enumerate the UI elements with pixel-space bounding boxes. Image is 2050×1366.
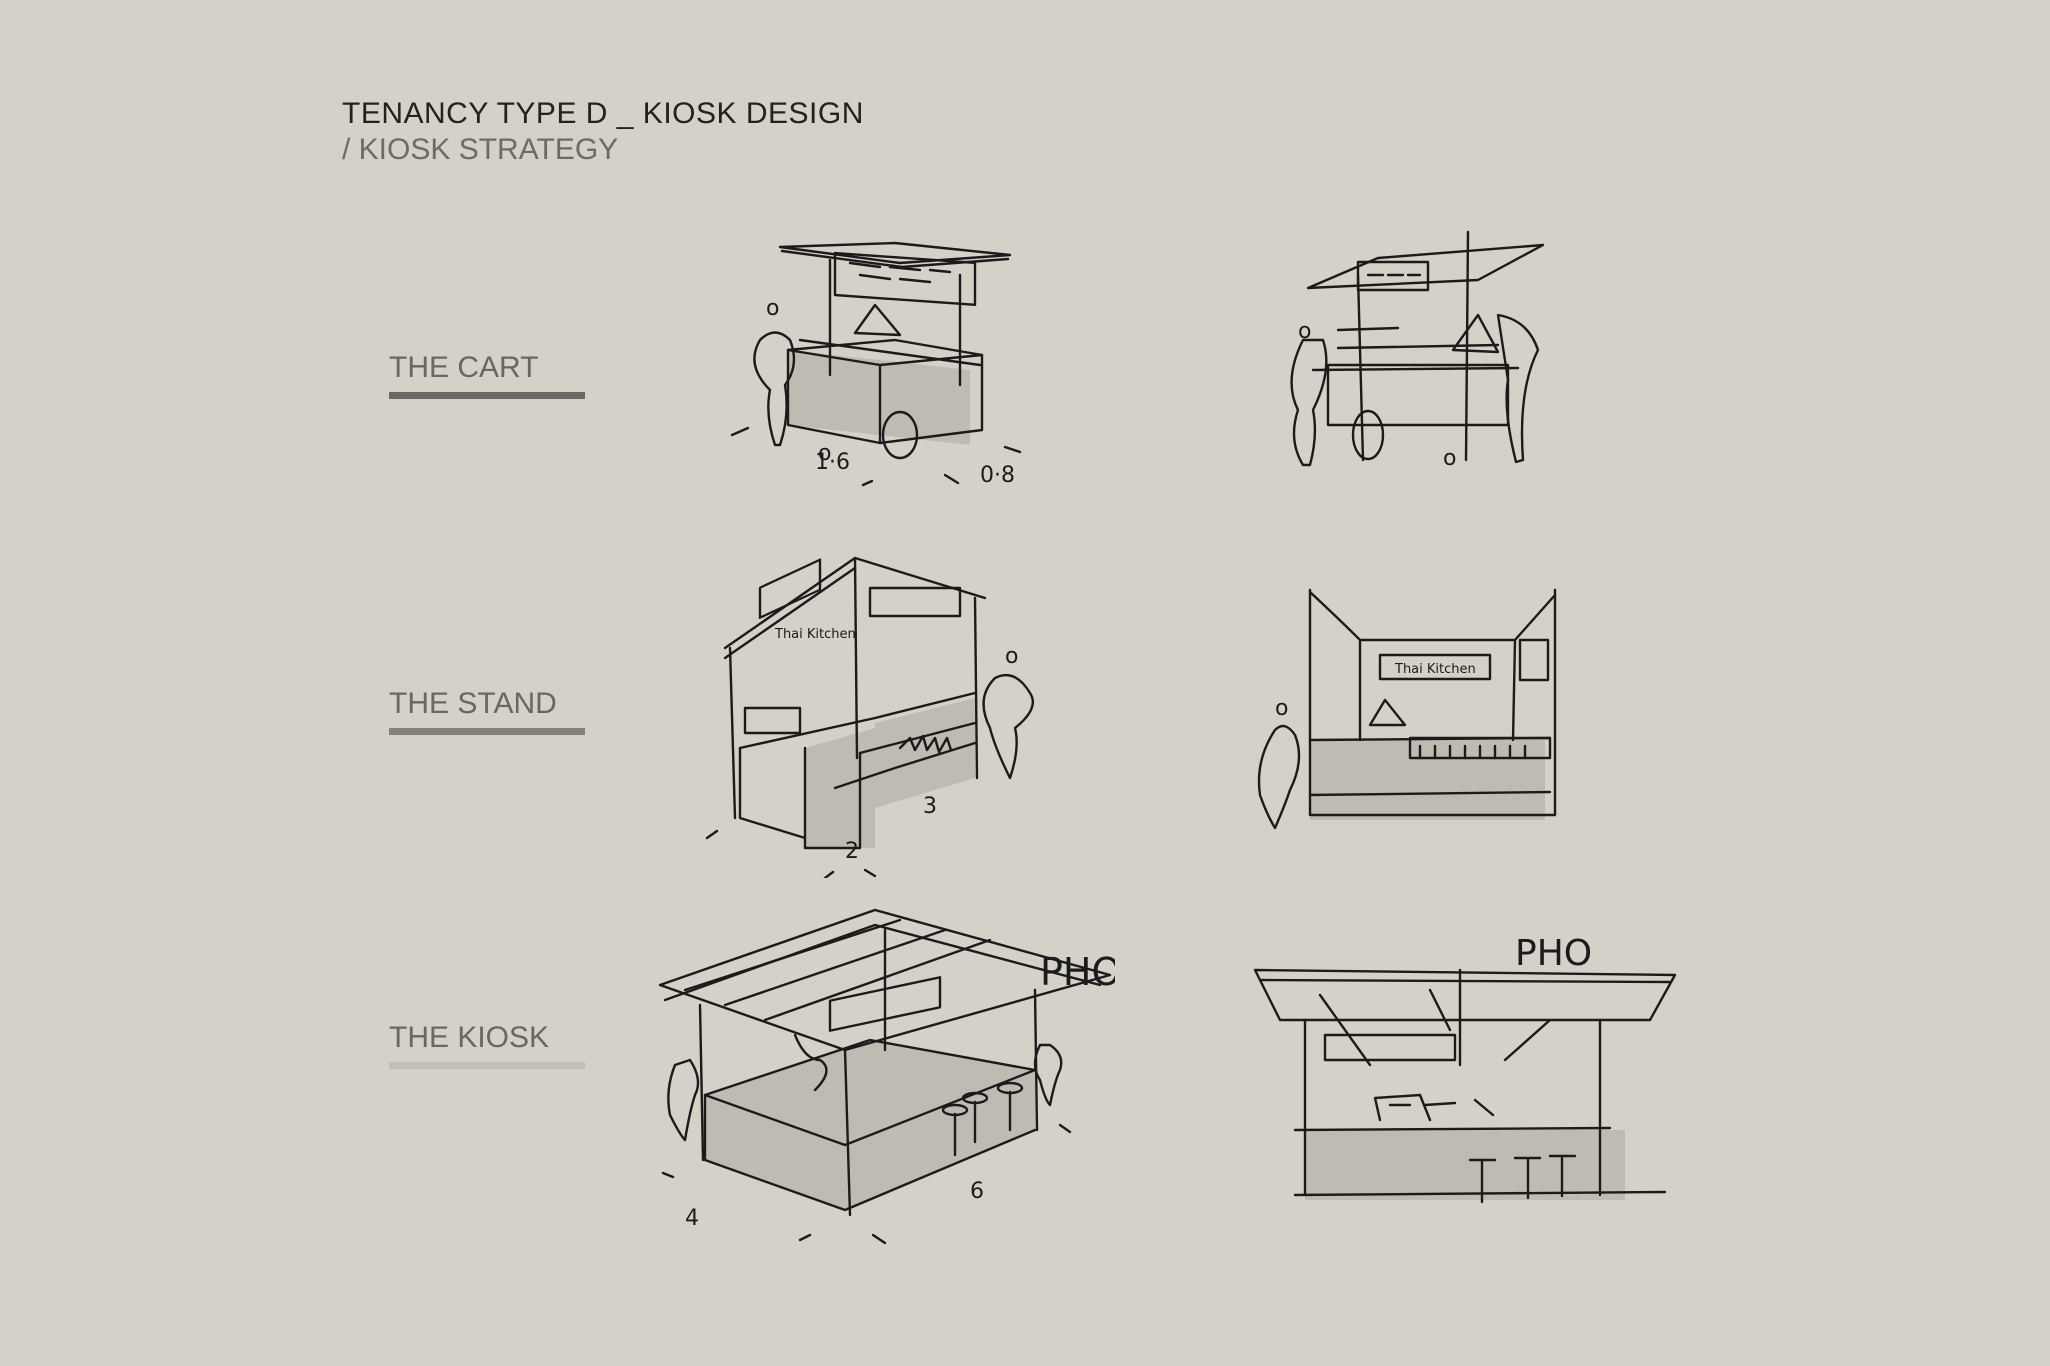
row-underline [389,1062,585,1069]
row-label-text: THE STAND [389,687,557,720]
cart-dim-length: 1·6 [815,450,850,475]
kiosk-elev-sign-text: PHO [1515,933,1592,974]
svg-text:o: o [1275,696,1288,721]
stand-perspective-sketch: o 3 2 Thai Kitchen [695,548,1075,878]
kiosk-sign-text: PHO [1040,950,1115,994]
page-title: TENANCY TYPE D _ KIOSK DESIGN [342,97,864,130]
svg-text:o: o [1298,319,1311,344]
row-label-cart: THE CART [389,350,585,399]
svg-text:o: o [1005,644,1018,669]
cart-perspective-sketch: o o 1·6 0·8 [720,215,1040,495]
row-label-kiosk: THE KIOSK [389,1020,585,1069]
kiosk-elevation-sketch: PHO [1250,920,1680,1210]
stand-sign-text: Thai Kitchen [774,627,856,642]
row-underline [389,728,585,735]
page-subtitle: / KIOSK STRATEGY [342,133,619,166]
stand-dim-length: 2 [845,839,859,864]
svg-text:o: o [766,296,779,321]
row-label-stand: THE STAND [389,686,585,735]
svg-text:o: o [1443,446,1456,470]
row-underline [389,392,585,399]
kiosk-dim-length: 4 [685,1206,699,1231]
row-label-text: THE KIOSK [389,1021,550,1054]
header: TENANCY TYPE D _ KIOSK DESIGN / KIOSK ST… [342,96,864,168]
kiosk-dim-width: 6 [970,1179,984,1204]
svg-text:o: o [818,441,831,466]
stand-dim-width: 3 [923,794,937,819]
stand-elevation-sketch: Thai Kitchen o [1245,580,1585,830]
kiosk-perspective-sketch: PHO 4 6 [645,880,1115,1250]
stand-elev-sign-text: Thai Kitchen [1394,662,1476,677]
row-label-text: THE CART [389,351,539,384]
cart-elevation-sketch: o o [1268,220,1558,470]
cart-dim-width: 0·8 [980,463,1015,488]
